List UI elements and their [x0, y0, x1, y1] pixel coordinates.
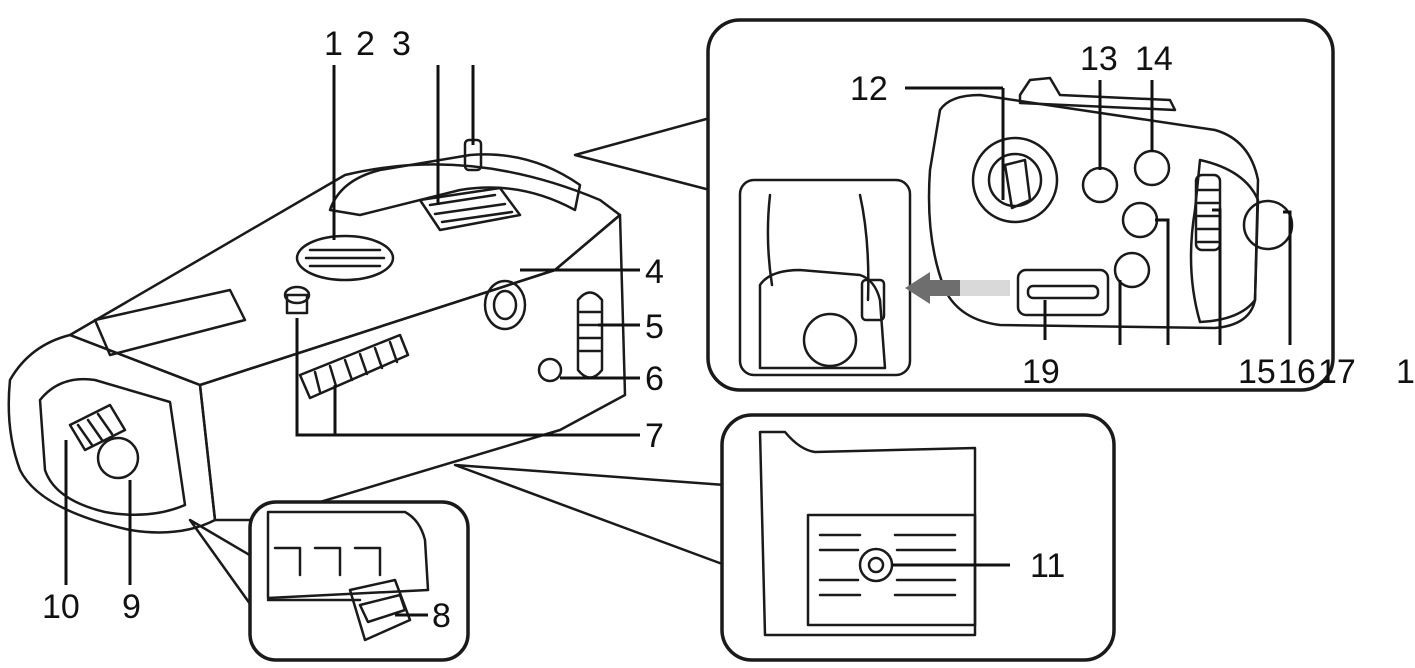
- grip-top-face: [68, 163, 622, 387]
- small-front-button: [537, 357, 563, 383]
- rear-button-15: [1242, 199, 1294, 251]
- rear-grip-body: [927, 93, 1260, 330]
- bottom-plate: [806, 513, 977, 627]
- callout-labels: 1 2 3 4 5 6 7 8 9 10 11 12 13 14 15 16 1…: [42, 25, 1415, 635]
- label-11: 11: [1030, 547, 1065, 585]
- door-inner-slots: [273, 546, 382, 577]
- arrow-tail-fade: [960, 280, 1010, 296]
- callout-rear-pointer: [573, 116, 712, 192]
- inset-camera-lens: [802, 312, 858, 368]
- label-12: 12: [850, 70, 888, 108]
- battery-grip-main-view: [7, 138, 627, 534]
- inset-strap-left: [766, 193, 774, 287]
- door-inner-body: [266, 510, 430, 600]
- bottom-vents: [818, 533, 957, 597]
- grip-front-face: [198, 213, 627, 522]
- attach-dial-wheel: [298, 333, 410, 400]
- callout-door-view: [188, 500, 470, 662]
- shutter-button: [483, 279, 527, 331]
- label-9: 9: [122, 588, 141, 626]
- top-plate-recess: [93, 288, 247, 357]
- label-13: 13: [1080, 40, 1118, 78]
- label-17: 17: [1318, 353, 1356, 391]
- label-6: 6: [645, 360, 664, 398]
- terminal-housing: [418, 186, 522, 232]
- label-2: 2: [356, 25, 375, 63]
- contact-pad: [295, 234, 395, 282]
- label-16: 16: [1278, 353, 1316, 391]
- label-5: 5: [645, 308, 664, 346]
- label-8: 8: [432, 597, 451, 635]
- rear-grip-top-edge: [1018, 76, 1177, 112]
- callout-door-frame: [248, 500, 470, 662]
- label-4: 4: [645, 253, 664, 291]
- label-10: 10: [42, 588, 80, 626]
- top-mount-ridge: [328, 153, 582, 217]
- inset-strap-right: [858, 193, 870, 302]
- side-dial: [576, 291, 604, 379]
- strap-inset: [738, 178, 912, 377]
- attaching-screw-knob: [283, 285, 311, 315]
- label-18-partial: 1: [1396, 353, 1415, 391]
- label-1: 1: [324, 25, 343, 63]
- callout-rear-view: [573, 18, 1335, 392]
- callout-bottom-frame: [720, 413, 1116, 662]
- label-3: 3: [392, 25, 411, 63]
- strap-slot: [1016, 268, 1110, 317]
- callout-bottom-view: [453, 413, 1116, 662]
- callout-door-pointer: [188, 518, 260, 617]
- callout-bottom-pointer: [453, 463, 727, 567]
- label-15: 15: [1238, 353, 1276, 391]
- label-14: 14: [1135, 40, 1173, 78]
- joystick: [971, 136, 1059, 224]
- label-19: 19: [1022, 353, 1060, 391]
- rear-button-19-side: [1113, 251, 1151, 289]
- strap-inset-frame: [738, 178, 912, 377]
- door-lock-lever: [68, 403, 140, 480]
- release-latch: [348, 578, 412, 642]
- battery-door: [38, 378, 187, 516]
- rear-grip-hand-bulge: [1189, 158, 1260, 324]
- inset-strap-lug: [860, 278, 886, 322]
- main-view-leaders: [64, 65, 640, 585]
- label-7: 7: [645, 417, 664, 455]
